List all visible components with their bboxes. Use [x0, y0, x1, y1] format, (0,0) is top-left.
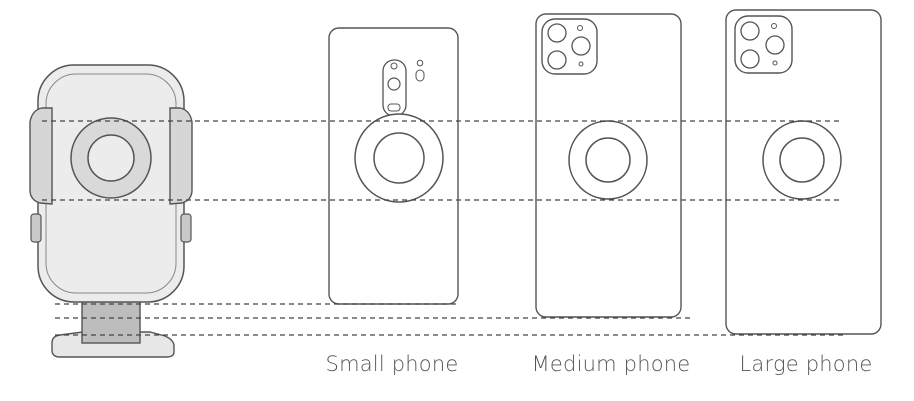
- holder-left-knob: [30, 213, 42, 243]
- medium-phone: [535, 13, 682, 318]
- small-phone-coil-inner: [373, 132, 425, 184]
- holder-right-knob: [180, 213, 192, 243]
- small-phone-camera-strip: [382, 59, 407, 117]
- holder-left-arm: [29, 107, 53, 205]
- large-phone-coil-inner: [779, 137, 825, 183]
- medium-phone-coil-inner: [585, 137, 631, 183]
- large-phone: [725, 9, 882, 335]
- medium-phone-camera-bump: [541, 18, 598, 75]
- small-phone-flash-icon: [415, 69, 425, 82]
- holder-right-arm: [169, 107, 193, 205]
- alignment-guides: [42, 120, 845, 336]
- car-phone-holder: [29, 64, 193, 358]
- holder-charging-coil-inner: [87, 134, 135, 182]
- large-phone-camera-bump: [734, 15, 793, 74]
- large-phone-label: Large phone: [739, 352, 873, 376]
- small-phone-sensor-icon: [416, 59, 424, 67]
- small-phone-label: Small phone: [325, 352, 459, 376]
- small-phone: [328, 27, 459, 305]
- medium-phone-label: Medium phone: [531, 352, 691, 376]
